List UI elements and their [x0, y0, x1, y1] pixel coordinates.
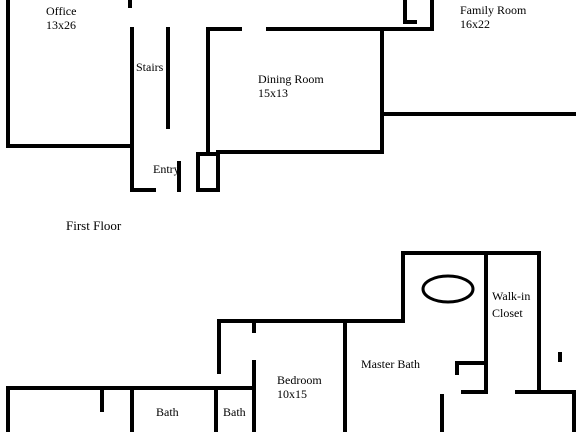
- bath-closet-side: [455, 361, 459, 375]
- bath-closet-top: [455, 361, 487, 365]
- closet-bottom-wall: [515, 390, 576, 394]
- top-stub-wall: [128, 0, 132, 8]
- bath-left-wall: [130, 386, 134, 432]
- bath-closet-bottom: [461, 390, 488, 394]
- office-bottom-wall: [6, 144, 134, 148]
- room-dims: 16x22: [460, 17, 490, 31]
- room-label-office: Office 13x26: [46, 4, 76, 32]
- family-door-wall: [430, 0, 434, 31]
- master-bath-lower-wall: [440, 394, 444, 432]
- second-floor-walls: [6, 251, 576, 432]
- room-name: Bath: [156, 405, 179, 419]
- room-label-entry: Entry: [153, 162, 180, 176]
- lower-row-left-wall: [6, 386, 10, 432]
- office-left-wall: [6, 0, 10, 148]
- room-label-family-room: Family Room 16x22: [460, 3, 526, 31]
- room-dims: 10x15: [277, 387, 307, 401]
- bedroom-left-wall: [252, 360, 256, 432]
- room-label-stairs: Stairs: [136, 60, 163, 74]
- room-dims: Closet: [492, 306, 523, 320]
- stairs-inner-wall: [166, 27, 170, 129]
- floor-label-first: First Floor: [66, 218, 122, 233]
- closet-right-wall: [537, 251, 541, 393]
- lower-row-top-wall: [6, 386, 252, 390]
- family-bottom-wall: [384, 112, 576, 116]
- closet-left-wall: [484, 251, 488, 393]
- room-name: Family Room: [460, 3, 527, 17]
- first-floor-walls: [6, 0, 576, 192]
- entry-bottom-wall-right: [196, 188, 220, 192]
- family-top-wall: [380, 27, 434, 31]
- edge-mark-wall: [558, 352, 562, 362]
- room-name: Stairs: [136, 60, 164, 74]
- room-label-master-bath: Master Bath: [361, 357, 420, 371]
- dining-top-wall-left: [206, 27, 242, 31]
- room-name: Bath: [223, 405, 246, 419]
- room-label-bath: Bath: [156, 405, 179, 419]
- lower-row-stub-wall: [100, 390, 104, 412]
- bedroom-right-wall: [343, 319, 347, 432]
- entry-inner-jamb: [177, 161, 181, 192]
- room-name: Bedroom: [277, 373, 322, 387]
- room-label-walk-in-closet: Walk-in Closet: [492, 289, 530, 320]
- entry-closet-wall: [196, 153, 200, 192]
- bath-upper-wall: [217, 319, 221, 374]
- dining-top-wall-right: [266, 27, 384, 31]
- dining-right-wall: [380, 27, 384, 154]
- room-name: Office: [46, 4, 77, 18]
- room-name: Dining Room: [258, 72, 324, 86]
- master-bath-left-upper-wall: [401, 251, 405, 322]
- closet-top-wall: [401, 251, 541, 255]
- entry-bottom-wall-left: [130, 188, 156, 192]
- room-name: Walk-in: [492, 289, 531, 303]
- family-stub-foot: [403, 20, 417, 24]
- entry-right-wall: [216, 152, 220, 192]
- stairs-left-wall: [130, 27, 134, 191]
- room-name: Entry: [153, 162, 180, 176]
- dining-bottom-wall: [216, 150, 384, 154]
- room-label-dining-room: Dining Room 15x13: [258, 72, 324, 100]
- room-name: Master Bath: [361, 357, 420, 371]
- room-label-bedroom: Bedroom 10x15: [277, 373, 322, 401]
- right-edge-wall: [572, 390, 576, 432]
- room-dims: 13x26: [46, 18, 76, 32]
- room-dims: 15x13: [258, 86, 288, 100]
- family-stub-wall: [403, 0, 407, 24]
- bedroom-door-stub: [252, 323, 256, 333]
- bathtub-fixture: [421, 274, 475, 304]
- bedroom-top-wall: [219, 319, 405, 323]
- bath-divider-wall: [214, 386, 218, 432]
- room-label-bath-small: Bath: [223, 405, 246, 419]
- dining-left-wall: [206, 27, 210, 154]
